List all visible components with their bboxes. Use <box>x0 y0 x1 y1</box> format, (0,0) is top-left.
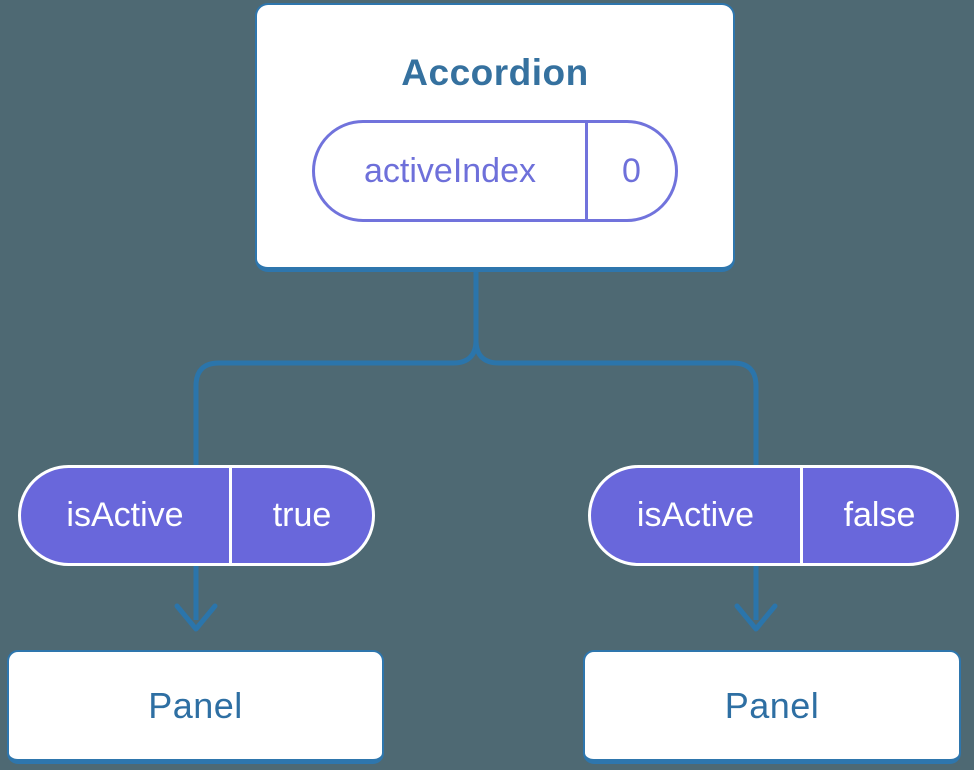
edge-right-line <box>473 264 759 620</box>
panel-node-title: Panel <box>724 684 820 726</box>
panel-node-left: Panel <box>7 650 384 764</box>
state-name: activeIndex <box>315 123 588 219</box>
accordion-node-title: Accordion <box>401 52 589 93</box>
state-pill-activeindex: activeIndex 0 <box>312 120 678 222</box>
panel-node-right: Panel <box>583 650 961 764</box>
prop-name: isActive <box>591 468 803 563</box>
state-value: 0 <box>622 151 641 190</box>
prop-value: true <box>272 496 332 534</box>
panel-node-title: Panel <box>148 684 243 726</box>
edge-left-line <box>193 264 479 620</box>
prop-value: false <box>843 496 916 534</box>
prop-name: isActive <box>21 468 232 563</box>
arrow-down-icon <box>174 603 218 632</box>
accordion-node: Accordion activeIndex 0 <box>255 3 735 272</box>
prop-pill-isactive-false: isActive false <box>588 465 959 566</box>
arrow-down-icon <box>734 603 778 632</box>
prop-pill-isactive-true: isActive true <box>18 465 375 566</box>
